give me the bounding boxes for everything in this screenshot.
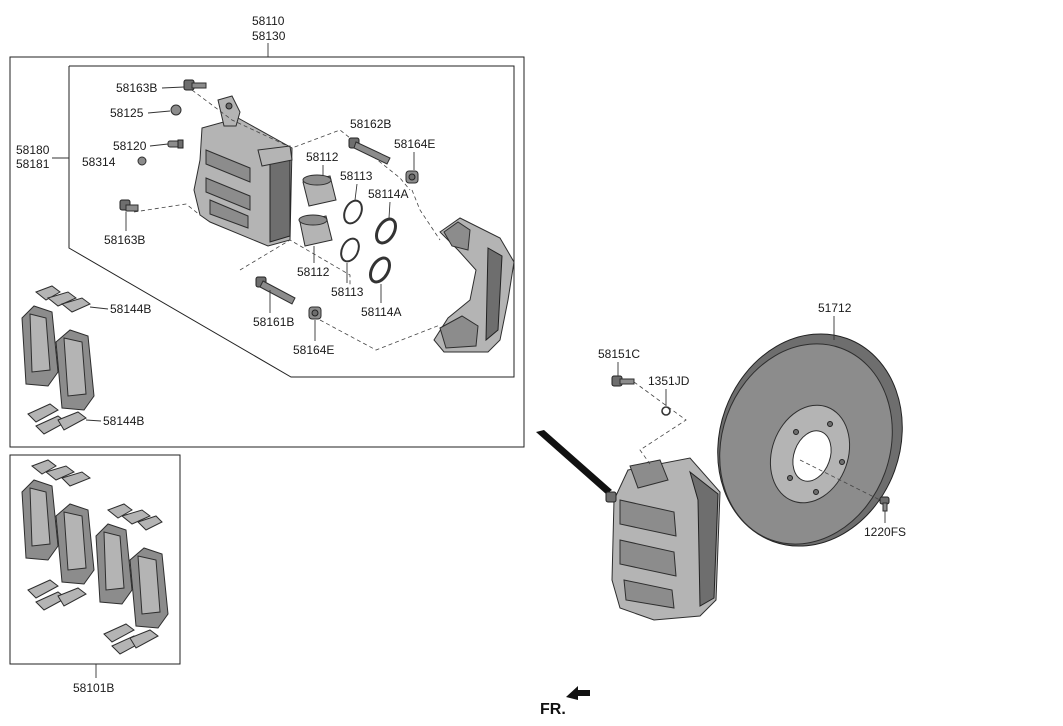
pad-kit-shims-top-right (107, 503, 163, 531)
label-bleeder: 58120 (113, 139, 147, 153)
label-seal-lower: 58113 (331, 285, 364, 299)
label-seal-upper: 58113 (340, 169, 373, 183)
label-mount-bolt: 58151C (598, 347, 640, 361)
label-assy-a: 58110 (252, 14, 285, 28)
seal-upper-part (343, 199, 363, 225)
pad-kit-shims-bottom-left (27, 579, 87, 611)
guide-pin-lower-part (255, 276, 296, 305)
label-guide-pin-lower: 58161B (253, 315, 294, 329)
leader-shim-lower (85, 419, 102, 422)
leader-cap (147, 110, 171, 114)
caliper-subframe (68, 65, 515, 378)
brake-pad-upper-left (21, 305, 59, 387)
dash-caliper-bottom (239, 239, 351, 285)
dash-bracket-bottom (319, 319, 441, 351)
guide-boot-lower-part (308, 306, 322, 320)
label-screw: 1220FS (864, 525, 906, 539)
label-boot-upper: 58114A (368, 187, 408, 201)
bleeder-part (167, 139, 184, 149)
dash-screw (799, 459, 881, 501)
dash-caliper-top (191, 89, 411, 191)
pad-kit-shims-bottom-right (103, 623, 159, 655)
shim-set-lower (27, 403, 87, 435)
piston-upper-part (302, 174, 337, 207)
label-guide-boot-lower: 58164E (293, 343, 334, 357)
label-guide-boot-upper: 58164E (394, 137, 435, 151)
dash-caliper-right (411, 189, 441, 241)
label-bleeder-cap: 58314 (82, 155, 116, 169)
bolt-bottom-part (119, 199, 139, 212)
label-cap: 58125 (110, 106, 144, 120)
leader-bolt-top (161, 86, 185, 89)
fr-arrow-icon (566, 686, 590, 700)
bleeder-cap-part (137, 156, 147, 166)
label-caliper-a: 58180 (16, 143, 50, 157)
guide-pin-upper-part (348, 137, 391, 165)
leader-bleeder (149, 143, 169, 147)
label-boot-lower: 58114A (361, 305, 401, 319)
label-disc: 51712 (818, 301, 852, 315)
piston-lower-part (298, 214, 333, 247)
leader-seal-upper (354, 183, 358, 201)
dash-mount (633, 381, 687, 465)
brake-pad-upper-right (55, 329, 95, 411)
label-piston-lower: 58112 (297, 265, 330, 279)
boot-lower-part (369, 256, 391, 284)
assembly-frame-outer (9, 56, 525, 448)
shim-set-upper (35, 285, 91, 313)
label-shim-upper: 58144B (110, 302, 151, 316)
pad-kit-shims-top-left (31, 459, 92, 487)
leader-boot-upper (388, 201, 391, 219)
label-caliper-b: 58181 (16, 157, 50, 171)
caliper-bracket (433, 217, 515, 353)
label-bolt-bottom: 58163B (104, 233, 145, 247)
cap-part (170, 104, 182, 116)
pad-kit-pad-1 (21, 479, 59, 561)
leader-shim-upper (89, 306, 109, 310)
dash-caliper-left (133, 203, 201, 216)
label-piston-upper: 58112 (306, 150, 339, 164)
bolt-top-part (183, 79, 207, 91)
callout-wedge (536, 430, 612, 494)
pad-kit-pad-3 (95, 523, 133, 605)
washer-part (661, 406, 671, 416)
screw-part (879, 496, 890, 512)
label-bolt-top: 58163B (116, 81, 157, 95)
pad-kit-pad-2 (55, 503, 95, 585)
label-guide-pin-upper: 58162B (350, 117, 391, 131)
guide-boot-upper-part (405, 170, 419, 184)
label-washer: 1351JD (648, 374, 690, 388)
label-pad-kit: 58101B (73, 681, 114, 695)
seal-lower-part (340, 237, 360, 263)
brake-disc (717, 333, 903, 547)
pad-kit-pad-4 (129, 547, 169, 629)
mount-bolt-part (611, 375, 635, 387)
label-shim-lower: 58144B (103, 414, 144, 428)
front-label: FR. (540, 701, 566, 718)
caliper-housing (193, 95, 293, 247)
assembled-caliper (605, 457, 721, 621)
pad-kit-frame (9, 454, 181, 665)
label-assy-b: 58130 (252, 29, 286, 43)
boot-upper-part (375, 217, 397, 245)
